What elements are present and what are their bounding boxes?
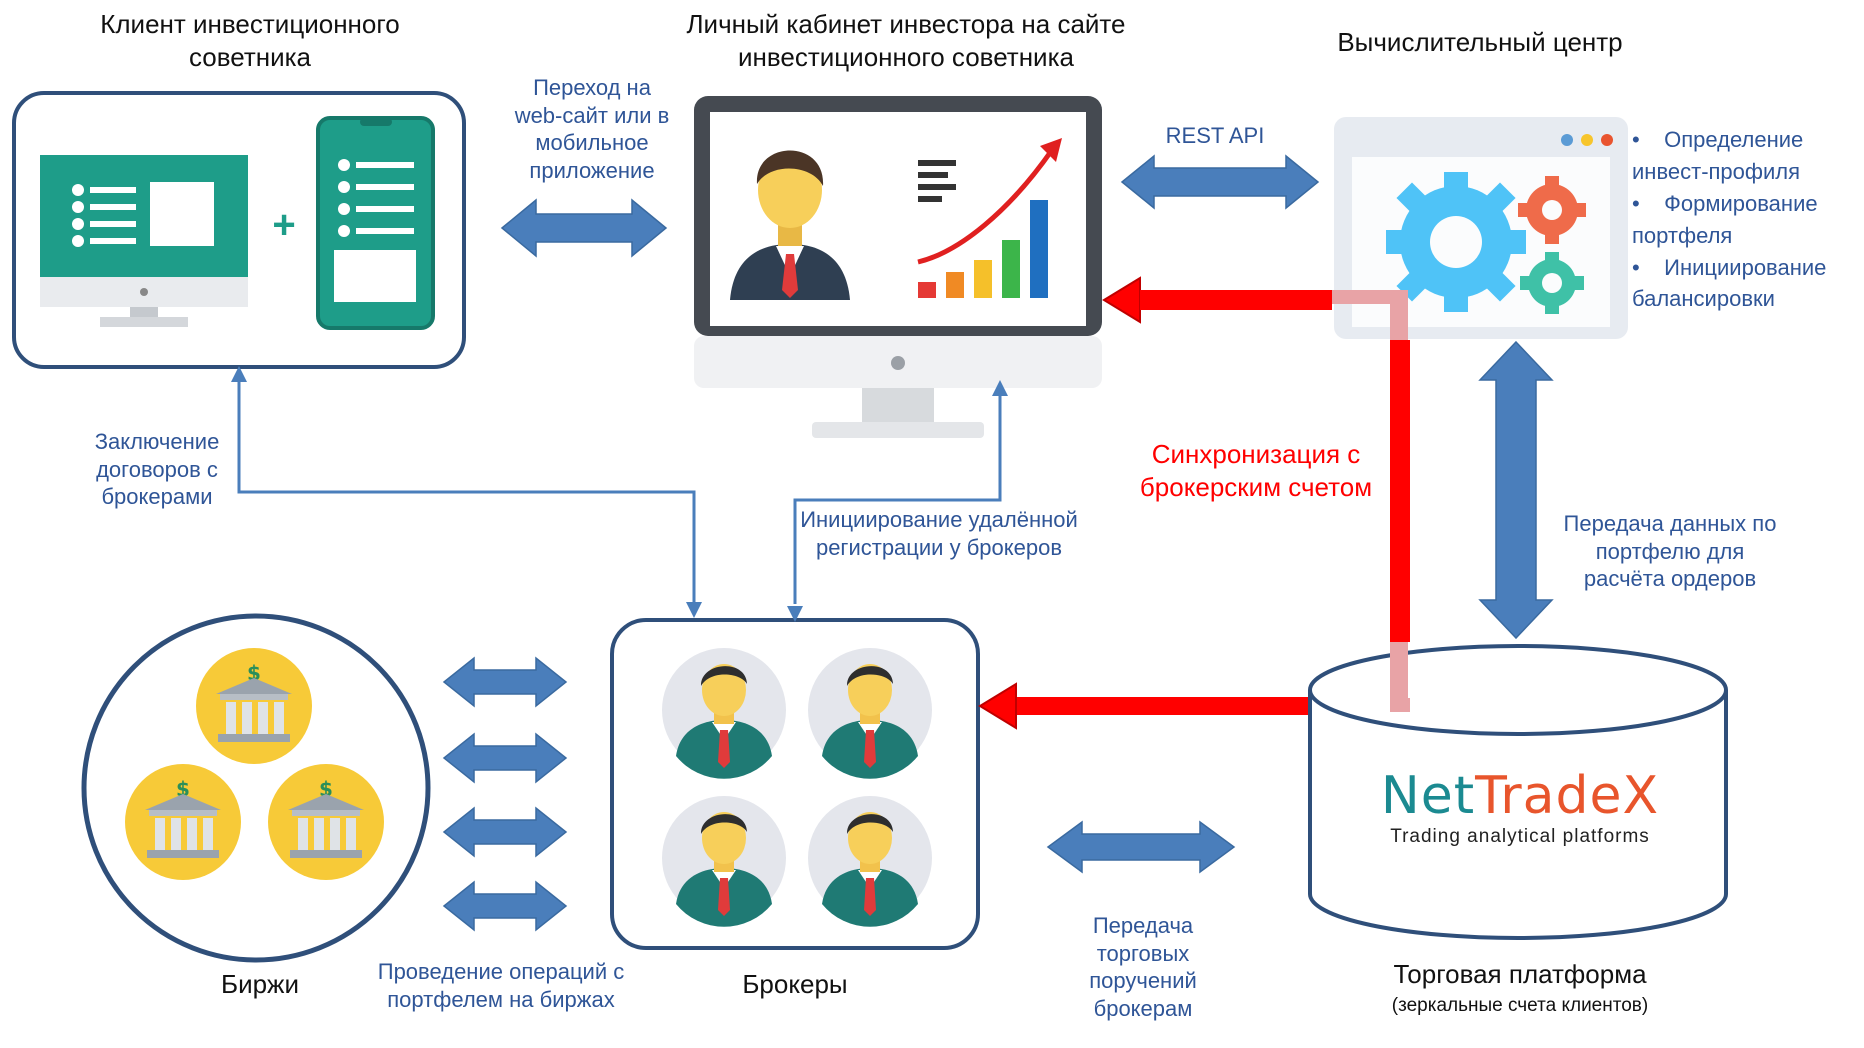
- small-gear-teal-icon: [1520, 252, 1584, 314]
- bank-icon: [268, 764, 384, 880]
- compute-title: Вычислительный центр: [1337, 27, 1623, 57]
- nettradex-logo: NetTradeX Trading analytical platforms: [1340, 770, 1700, 848]
- bank-icon: [196, 648, 312, 764]
- logo-trade: TradeX: [1475, 766, 1660, 826]
- growth-chart-icon: [917, 138, 1062, 298]
- orders-arrow: [1046, 820, 1236, 874]
- gear-icon: [1386, 172, 1526, 312]
- transition-label: Переход на web-сайт или в мобильное прил…: [514, 75, 670, 183]
- investor-icon: [730, 150, 850, 300]
- rest-arrow: [1120, 154, 1320, 210]
- connector-arrowheads: [231, 366, 1008, 622]
- exchanges-title: Биржи: [221, 969, 299, 999]
- small-gear-red-icon: [1518, 176, 1586, 244]
- platform-subtitle: (зеркальные счета клиентов): [1391, 995, 1649, 1016]
- remote-registration-label: Инициирование удалённой регистрации у бр…: [800, 507, 1078, 560]
- client-title: Клиент инвестиционного советника: [100, 9, 400, 72]
- cabinet-monitor: [694, 96, 1102, 438]
- operations-arrow: [442, 732, 568, 784]
- portfolio-data-label: Передача данных по портфелю для расчёта …: [1563, 511, 1777, 591]
- cabinet-title: Личный кабинет инвестора на сайте инвест…: [686, 9, 1126, 72]
- sync-label: Синхронизация с брокерским счетом: [1139, 439, 1373, 502]
- orders-label: Передача торговых поручений брокерам: [1089, 913, 1197, 1021]
- broker-person-icon: [662, 796, 786, 927]
- bank-icon: [125, 764, 241, 880]
- operations-arrow: [442, 656, 568, 708]
- brokers-title: Брокеры: [742, 969, 848, 999]
- operations-arrow: [442, 806, 568, 858]
- broker-person-icon: [662, 648, 786, 779]
- compute-task-item: • Определение инвест-профиля: [1632, 127, 1804, 184]
- client-box: +: [12, 91, 466, 369]
- brokers-box: [610, 618, 980, 950]
- logo-net: Net: [1380, 766, 1476, 826]
- operations-arrow: [442, 880, 568, 932]
- platform-title: Торговая платформа: [1393, 959, 1647, 989]
- compute-task-item: • Формирование портфеля: [1632, 190, 1818, 248]
- rest-api-label: REST API: [1165, 123, 1265, 148]
- compute-task-item: • Инициирование балансировки: [1632, 254, 1827, 312]
- exchanges-circle: [81, 613, 431, 963]
- double-arrows: [442, 154, 1554, 932]
- plus-icon: +: [272, 203, 295, 247]
- platform-cylinder: [1308, 644, 1728, 940]
- desktop-icon: [40, 155, 248, 327]
- compute-task-list: • Определение инвест-профиля • Формирова…: [1632, 124, 1864, 315]
- broker-person-icon: [808, 796, 932, 927]
- operations-label: Проведение операций с портфелем на биржа…: [377, 959, 625, 1012]
- contracts-label: Заключение договоров с брокерами: [94, 429, 220, 509]
- transition-arrow: [500, 198, 668, 258]
- connector-lines: [237, 378, 1002, 604]
- broker-person-icon: [808, 648, 932, 779]
- smartphone-icon: [316, 116, 435, 330]
- sync-arrows: [978, 276, 1410, 730]
- compute-center: [1334, 117, 1628, 339]
- logo-subtitle: Trading analytical platforms: [1390, 826, 1650, 847]
- portfolio-data-arrow: [1478, 340, 1554, 640]
